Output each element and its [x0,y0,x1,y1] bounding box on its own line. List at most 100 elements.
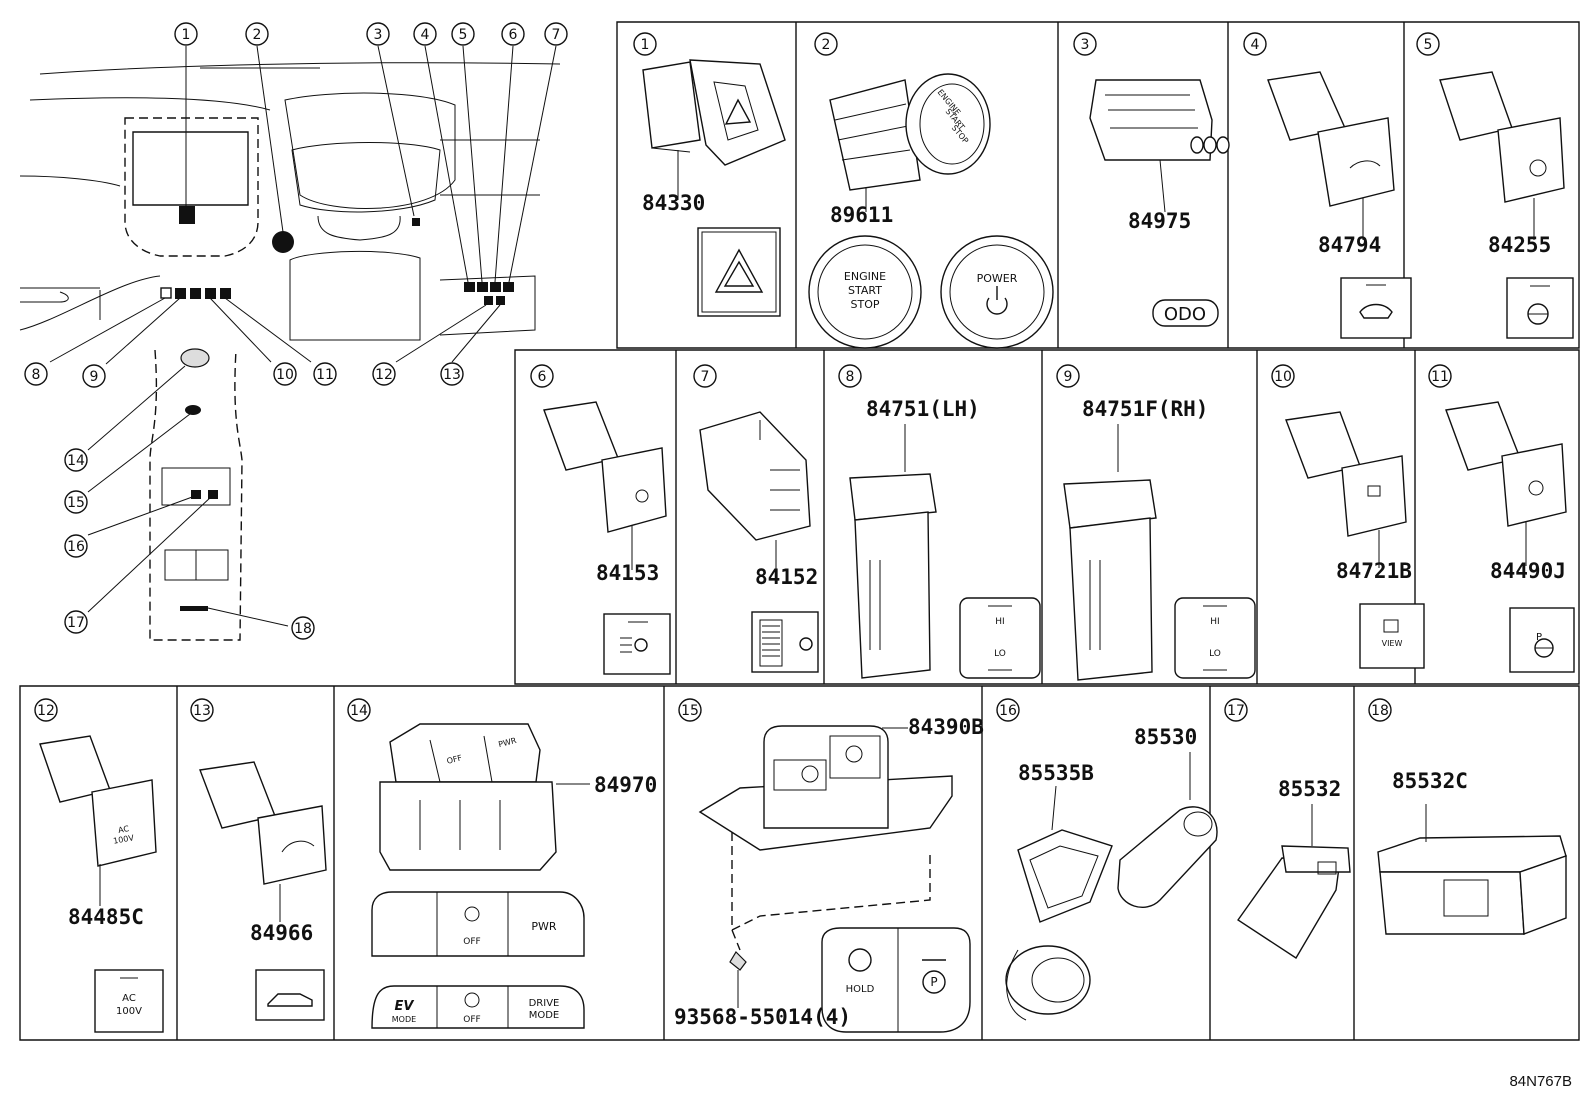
pwr-label: PWR [531,920,557,933]
overview-callout-label: 7 [552,27,561,43]
part-number-84490j: 84490J [1490,559,1566,583]
odo-switch-drawing [1089,79,1230,327]
panel-index-12: 12 [34,698,58,722]
overview-callout-7: 7 [544,22,568,46]
overview-leaders [49,45,557,627]
part-number-84794: 84794 [1318,233,1381,257]
panel-grid [19,21,1580,1041]
seat-lh-hi-label: HI [995,617,1004,627]
part-number-84751-lh: 84751(LH) [866,397,980,421]
engine-label: ENGINE [844,270,886,283]
part-number-85532: 85532 [1278,777,1341,801]
panel-index-6-label: 6 [538,369,547,385]
overview-callout-4: 4 [413,22,437,46]
wiper-switch-drawing [1267,71,1412,339]
steering-heater-switch-drawing [1439,71,1574,339]
overview-callout-label: 4 [421,27,430,43]
overview-callout-label: 11 [316,367,334,383]
overview-callout-label: 6 [509,27,518,43]
overview-callout-label: 9 [90,369,99,385]
panel-index-13: 13 [190,698,214,722]
start-switch-drawing [808,73,1054,349]
power-outlet-drawing [1005,752,1218,1021]
overview-callout-circle [291,616,315,640]
overview-callout-10: 10 [273,362,297,386]
dashboard-overview [19,62,561,641]
overview-callout-label: 12 [375,367,393,383]
drive-mode-label: MODE [529,1010,560,1021]
seat-rh-hi-label: HI [1210,617,1219,627]
ev-label: EV [395,999,415,1014]
start-label: START [848,284,882,297]
panel-index-13-label: 13 [193,703,211,719]
overview-callout-label: 15 [67,495,85,511]
seat-heater-lh-drawing [849,424,1041,679]
panel-index-3-label: 3 [1081,37,1090,53]
part-number-85535b: 85535B [1018,761,1094,785]
part-number-84966: 84966 [250,921,313,945]
parking-brake-switch-drawing [698,725,971,1033]
overview-callout-circle [313,362,337,386]
ac-label-small: AC [117,824,130,835]
overview-callout-circle [82,364,106,388]
overview-callout-circle [451,22,475,46]
power-backdoor-switch-drawing [199,761,327,1021]
hazard-switch-drawing [642,59,786,317]
panel-index-9: 9 [1056,364,1080,388]
part-number-84330: 84330 [642,191,705,215]
panel-index-4-label: 4 [1251,37,1260,53]
usb-port-drawing [1237,804,1351,959]
overview-callout-circle [440,362,464,386]
overview-callout-1: 1 [174,22,198,46]
off-label-bottom: OFF [463,1015,480,1025]
overview-callout-9: 9 [82,364,106,388]
view-switch-drawing [1285,411,1425,669]
overview-callout-3: 3 [366,22,390,46]
overview-callout-label: 10 [276,367,294,383]
view-label: VIEW [1382,639,1403,648]
ev-mode-label: MODE [392,1015,416,1024]
overview-callout-label: 16 [67,539,85,555]
seat-rh-lo-label: LO [1209,649,1221,659]
overview-callout-label: 14 [67,453,85,469]
panel-index-2: 2 [814,32,838,56]
overview-callout-14: 14 [64,448,88,472]
panel-index-1: 1 [633,32,657,56]
overview-callout-circle [245,22,269,46]
panel-index-18: 18 [1368,698,1392,722]
overview-callout-17: 17 [64,610,88,634]
overview-callout-circle [501,22,525,46]
panel-index-9-label: 9 [1064,369,1073,385]
panel-index-circles: 1 2 3 4 5 6 7 8 9 10 11 12 13 14 15 16 1… [34,32,1452,722]
overview-callout-label: 18 [294,621,312,637]
overview-callout-8: 8 [24,362,48,386]
100v-label-small: 100V [113,833,136,846]
overview-callout-12: 12 [372,362,396,386]
panel-index-8: 8 [838,364,862,388]
panel-index-1-label: 1 [641,37,650,53]
overview-callout-circle [64,534,88,558]
part-number-85530: 85530 [1134,725,1197,749]
panel-index-17-label: 17 [1227,703,1245,719]
overview-callout-circle [544,22,568,46]
overview-callout-16: 16 [64,534,88,558]
panel-index-4: 4 [1243,32,1267,56]
off-label-small: OFF [446,753,464,766]
headlamp-leveling-switch-drawing [699,411,819,673]
power-label: POWER [977,272,1018,285]
panel-index-10-label: 10 [1274,369,1292,385]
panel-index-17: 17 [1224,698,1248,722]
overview-callout-6: 6 [501,22,525,46]
panel-index-2-label: 2 [822,37,831,53]
panel-index-5: 5 [1416,32,1440,56]
part-number-89611: 89611 [830,203,893,227]
panel-index-11: 11 [1428,364,1452,388]
part-number-84975: 84975 [1128,209,1191,233]
part-number-84153: 84153 [596,561,659,585]
overview-callout-circle [64,610,88,634]
overview-callout-circle [413,22,437,46]
overview-callout-13: 13 [440,362,464,386]
